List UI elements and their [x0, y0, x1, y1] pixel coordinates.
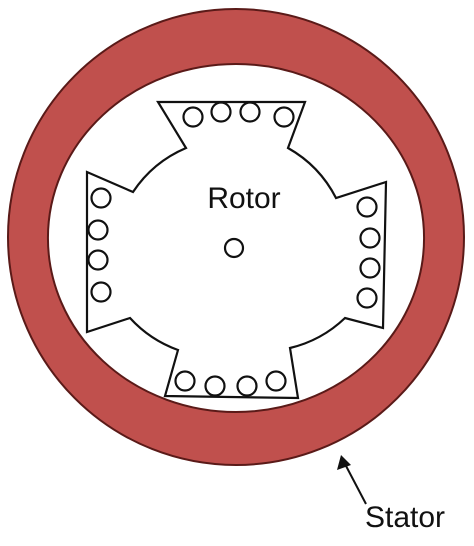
stator-arrow — [337, 455, 367, 505]
conductor-hole-bottom — [265, 370, 287, 392]
shaft-hole — [223, 237, 245, 259]
conductor-hole-right — [356, 196, 378, 218]
rotor-label: Rotor — [207, 182, 280, 215]
conductor-hole-top — [273, 106, 295, 128]
conductor-hole-bottom — [174, 370, 196, 392]
conductor-hole-left — [90, 281, 112, 303]
conductor-hole-top — [239, 101, 261, 123]
conductor-hole-top — [182, 106, 204, 128]
conductor-hole-left — [87, 249, 109, 271]
conductor-hole-left — [90, 187, 112, 209]
conductor-hole-right — [356, 287, 378, 309]
conductor-hole-left — [87, 219, 109, 241]
conductor-hole-right — [359, 257, 381, 279]
conductor-hole-top — [210, 101, 232, 123]
stator-ring — [7, 7, 465, 467]
rotor-slots — [87, 101, 381, 397]
conductor-hole-bottom — [236, 375, 258, 397]
stator-label: Stator — [365, 501, 445, 534]
conductor-hole-bottom — [204, 375, 226, 397]
conductor-hole-right — [359, 227, 381, 249]
